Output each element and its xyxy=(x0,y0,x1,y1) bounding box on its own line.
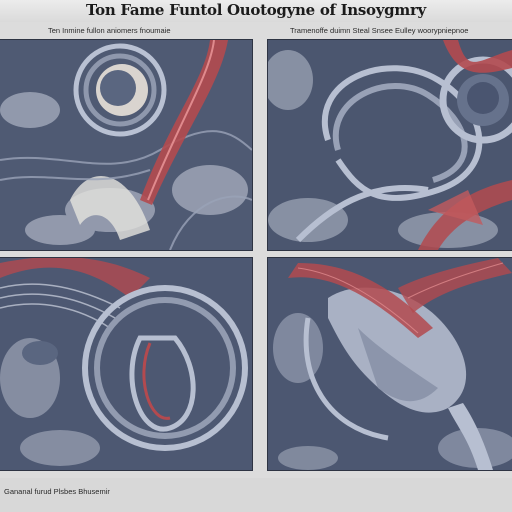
caption-top-left: Ten Inmine fullon aniomers fnoumaie xyxy=(48,26,171,35)
image-panel-top-left xyxy=(0,40,252,250)
illustration-bottom-left xyxy=(0,258,252,470)
header-band xyxy=(0,0,512,22)
image-panel-top-right xyxy=(268,40,512,250)
caption-top-right: Tramenoffe duimn Steal Snsee Eulley woor… xyxy=(290,26,469,35)
illustration-bottom-right xyxy=(268,258,512,470)
image-panel-bottom-left xyxy=(0,258,252,470)
footer-caption: Gananal furud Plsbes Bhusemir xyxy=(4,487,110,496)
footer-band xyxy=(0,478,512,512)
image-panel-bottom-right xyxy=(268,258,512,470)
illustration-top-left xyxy=(0,40,252,250)
illustration-top-right xyxy=(268,40,512,250)
page-title: Ton Fame Funtol Ouotogyne of Insoygmry xyxy=(86,1,426,19)
